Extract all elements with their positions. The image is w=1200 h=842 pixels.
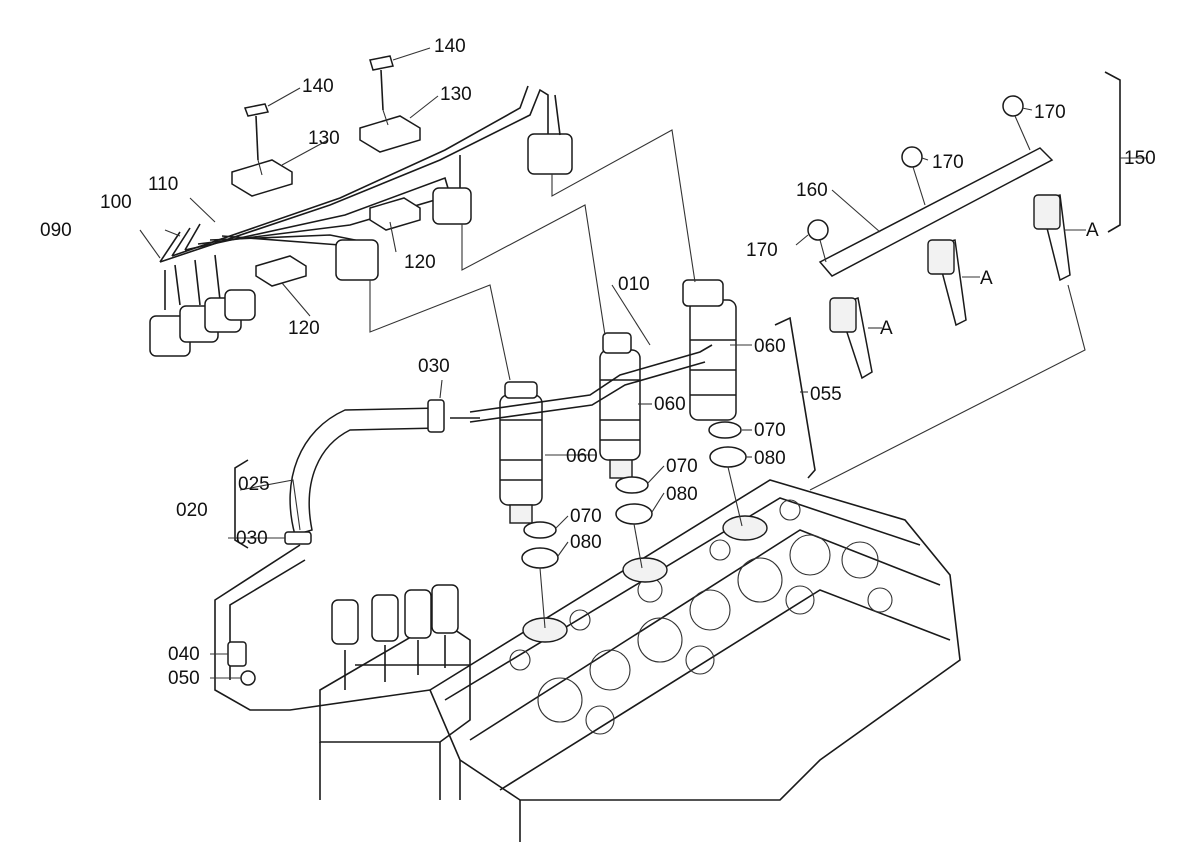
label-120-left: 120: [288, 318, 320, 339]
label-070-right: 070: [754, 420, 786, 441]
leader-lines: [139, 47, 1148, 679]
hose-clamp-lower: [284, 531, 312, 545]
bolt-140-right: [369, 55, 394, 71]
label-030-top: 030: [418, 356, 450, 377]
clamp-130-left: [231, 159, 293, 197]
label-080-right: 080: [754, 448, 786, 469]
label-050: 050: [168, 668, 200, 689]
callout-labels: 090 100 110 130 130 140 140 120 120 010 …: [40, 36, 1156, 689]
injection-pump: [319, 584, 471, 800]
nut-170-left: [807, 219, 829, 241]
label-025: 025: [238, 474, 270, 495]
label-130-left: 130: [308, 128, 340, 149]
label-070-middle: 070: [666, 456, 698, 477]
clamp-120-left: [255, 255, 307, 287]
bolt-140-left: [243, 103, 270, 117]
banjo-bolt-040: [227, 641, 247, 667]
label-070-left: 070: [570, 506, 602, 527]
washer-070-middle: [615, 476, 649, 494]
label-130-right: 130: [440, 84, 472, 105]
label-055: 055: [810, 384, 842, 405]
glow-plug-set: [807, 95, 1086, 491]
clamp-130-right: [359, 115, 421, 153]
leak-hose: [214, 399, 480, 711]
brackets: [234, 71, 1121, 549]
label-080-middle: 080: [666, 484, 698, 505]
hose-clamp-upper: [427, 399, 445, 433]
label-010: 010: [618, 274, 650, 295]
gasket-080-middle: [615, 503, 653, 525]
cylinder-head: [428, 479, 961, 842]
label-170-right: 170: [1034, 102, 1066, 123]
label-A-middle: A: [980, 268, 993, 289]
injection-pipes: [149, 55, 573, 357]
label-090: 090: [40, 220, 72, 241]
label-060-middle: 060: [654, 394, 686, 415]
label-060-left: 060: [566, 446, 598, 467]
nozzle-holders: [369, 129, 747, 629]
washer-070-left: [523, 521, 557, 539]
gasket-080-right: [709, 446, 747, 468]
label-170-middle: 170: [932, 152, 964, 173]
label-A-left: A: [880, 318, 893, 339]
label-120-right: 120: [404, 252, 436, 273]
label-020: 020: [176, 500, 208, 521]
label-100: 100: [100, 192, 132, 213]
nut-170-middle: [901, 146, 923, 168]
label-030-bottom: 030: [236, 528, 268, 549]
label-040: 040: [168, 644, 200, 665]
label-170-left: 170: [746, 240, 778, 261]
label-140-right: 140: [434, 36, 466, 57]
nut-170-right: [1002, 95, 1024, 117]
label-A-right: A: [1086, 220, 1099, 241]
label-060-right: 060: [754, 336, 786, 357]
label-140-left: 140: [302, 76, 334, 97]
label-150: 150: [1124, 148, 1156, 169]
label-080-left: 080: [570, 532, 602, 553]
lead-plate-160: [818, 147, 1054, 277]
gasket-050: [240, 670, 256, 686]
label-160: 160: [796, 180, 828, 201]
gasket-080-left: [521, 547, 559, 569]
clamp-120-right: [369, 197, 421, 231]
washer-070-right: [708, 421, 742, 439]
label-110: 110: [148, 174, 178, 195]
